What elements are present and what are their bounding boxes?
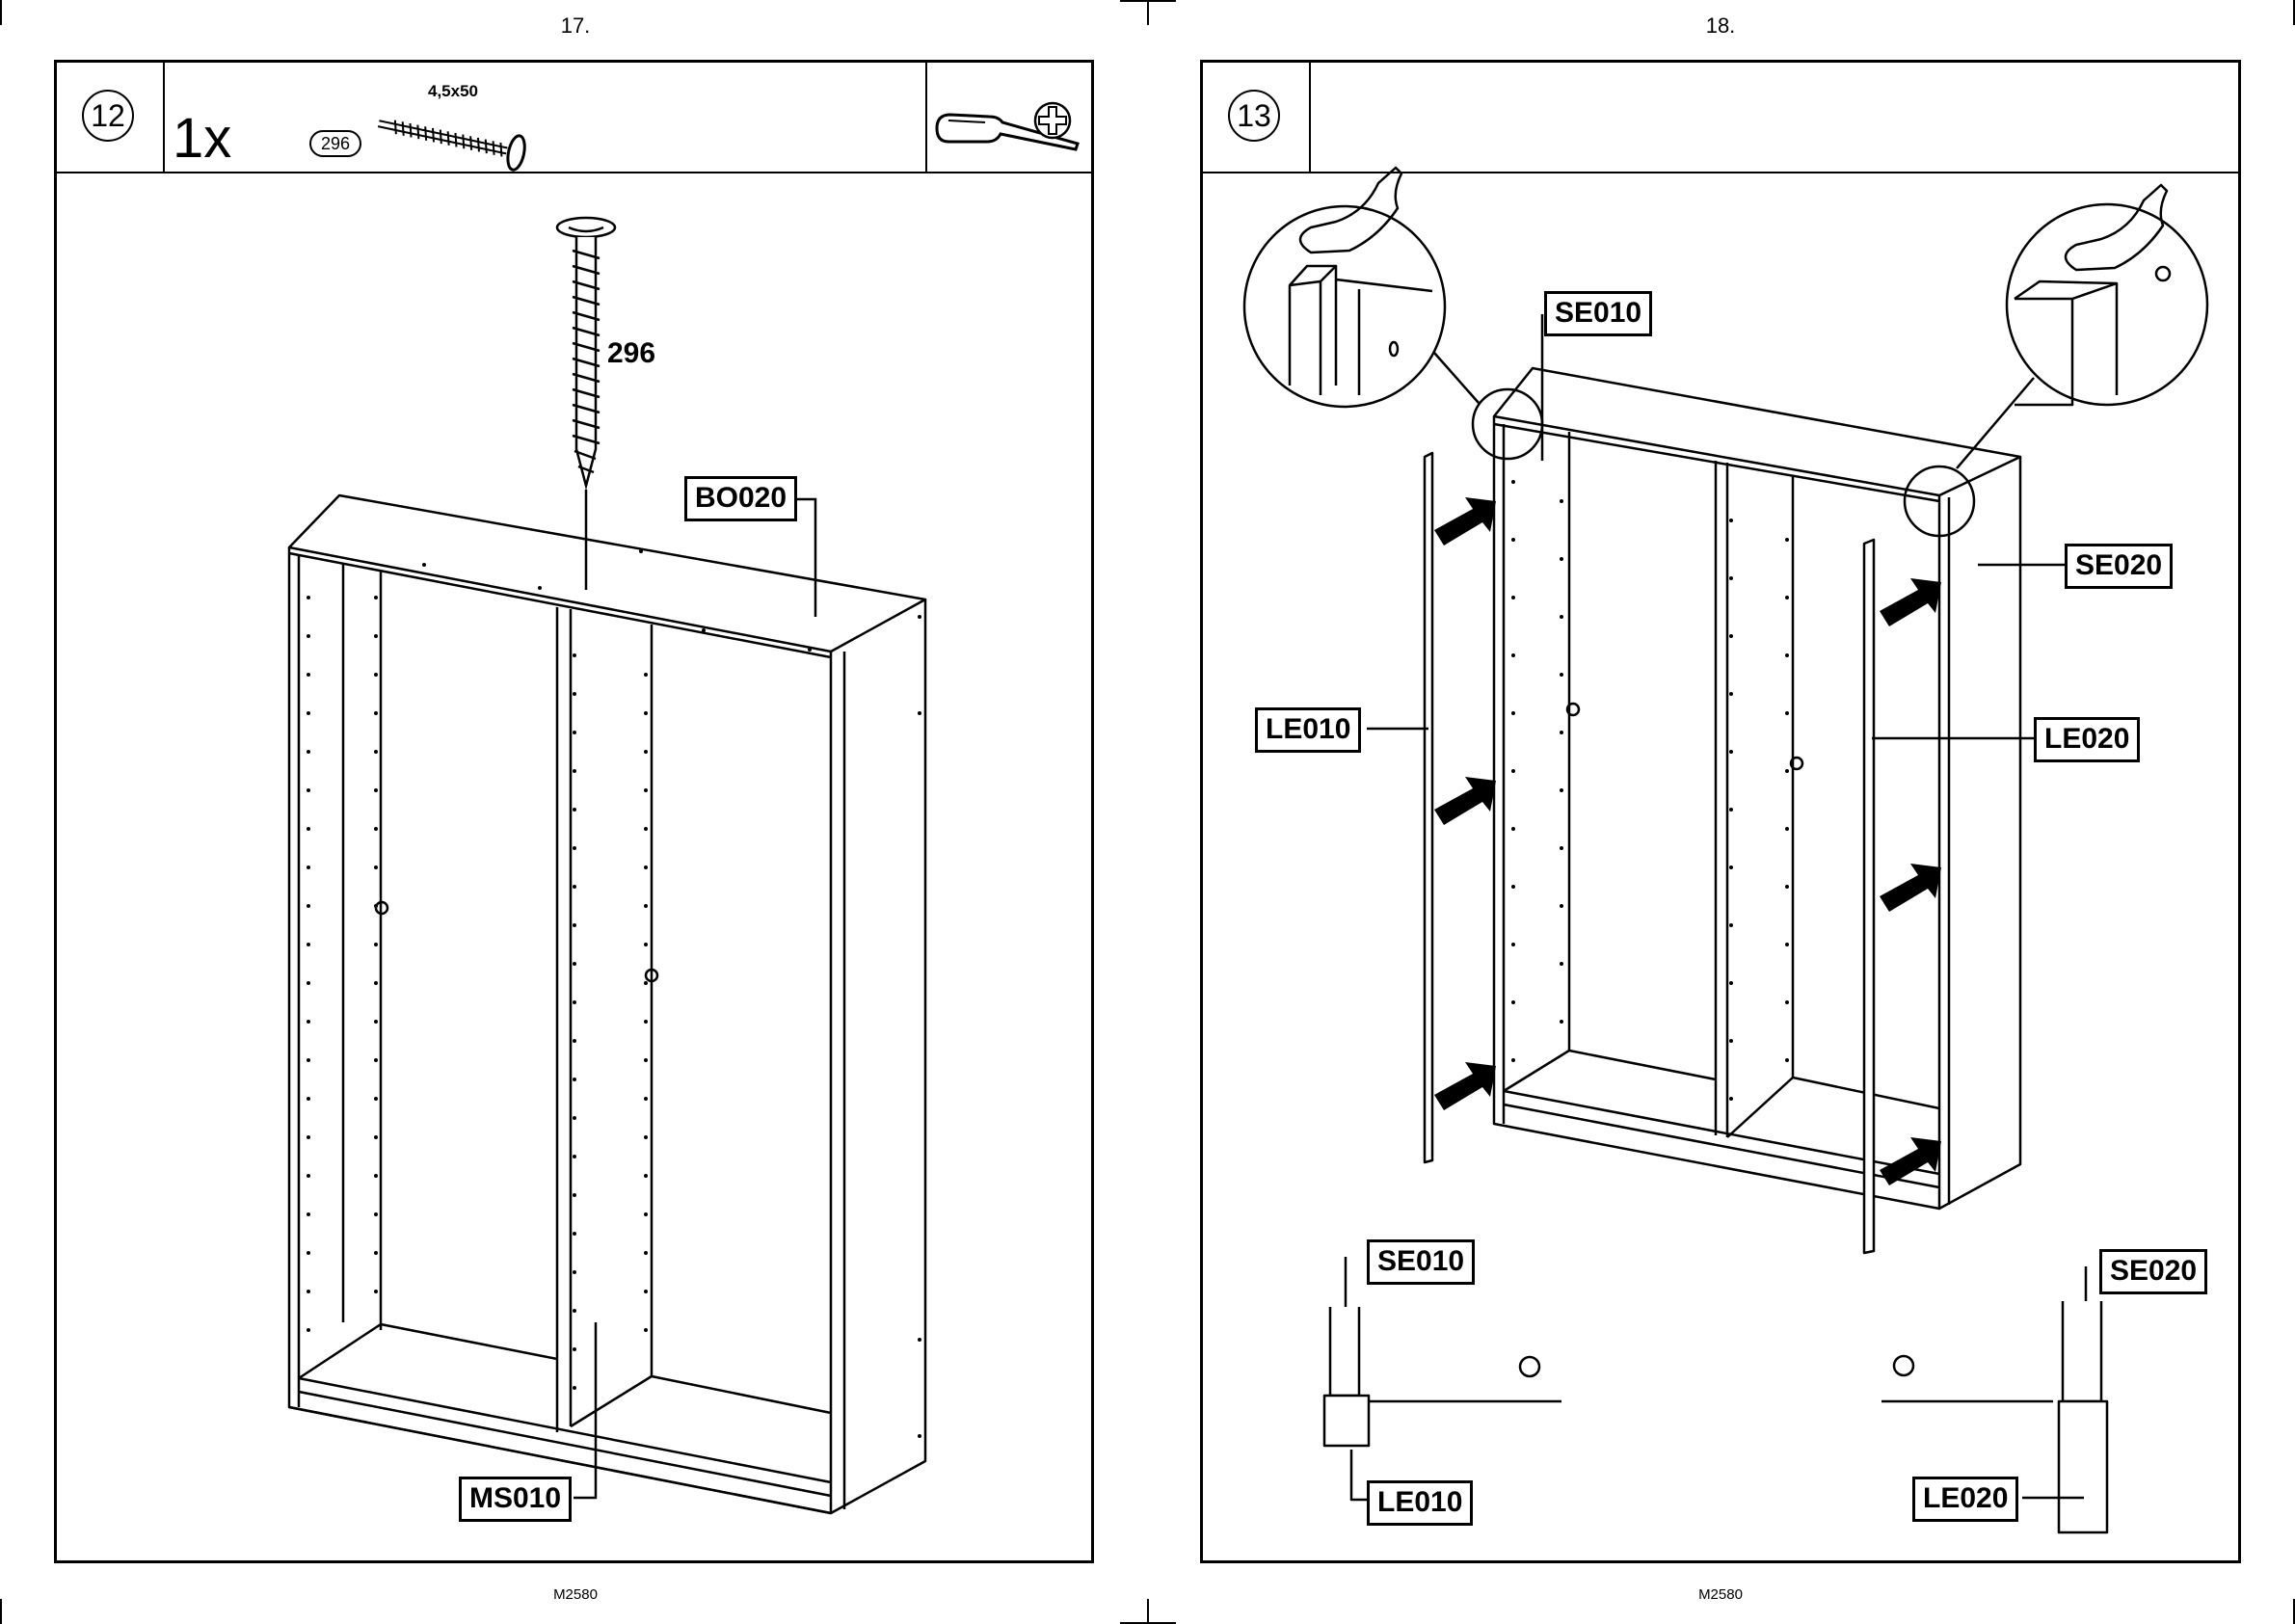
callout-se020: SE020 (2065, 544, 2173, 589)
callout-le020: LE020 (2034, 717, 2140, 762)
callout-se020-detail: SE020 (2099, 1249, 2207, 1294)
callout-le020-detail: LE020 (1912, 1477, 2018, 1522)
callout-se010-detail: SE010 (1367, 1239, 1475, 1285)
callout-le010: LE010 (1255, 707, 1361, 753)
callout-se010-top: SE010 (1544, 291, 1652, 336)
callout-le010-detail: LE010 (1367, 1480, 1473, 1526)
